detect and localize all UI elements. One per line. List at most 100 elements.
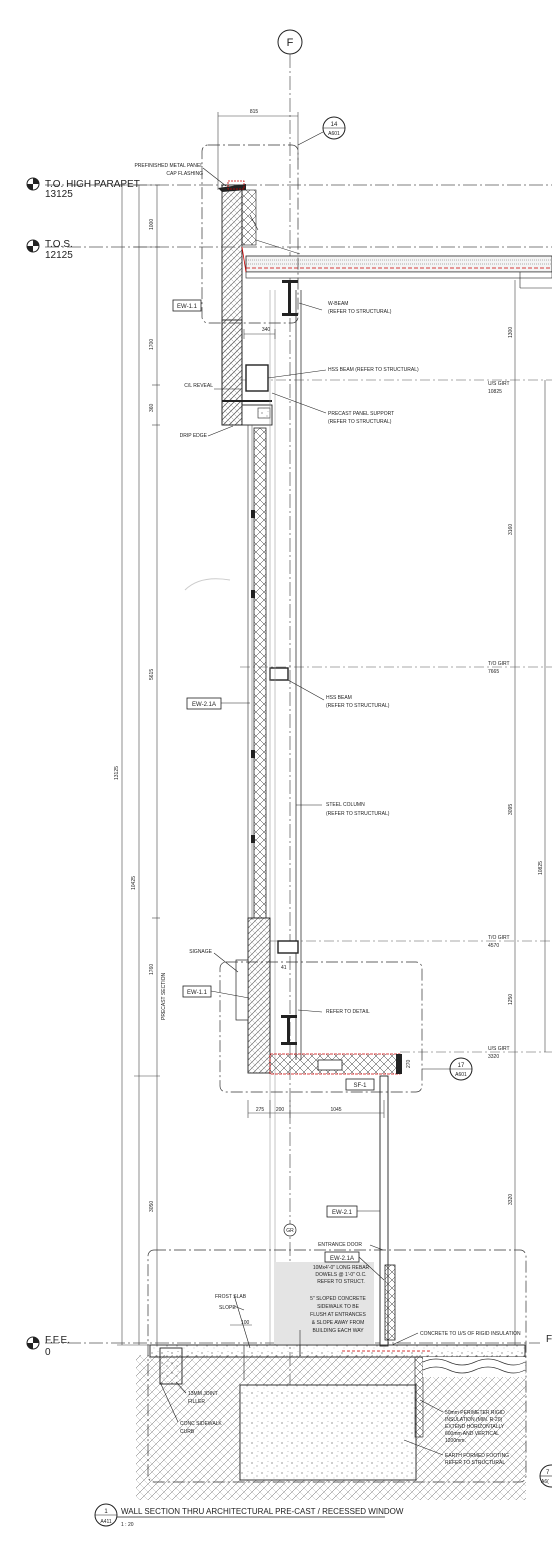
girt-4-elev: 3320 bbox=[488, 1054, 499, 1060]
note-insulation-4: 600mm AND VERTICAL bbox=[445, 1431, 499, 1437]
dim-340: 340 bbox=[262, 327, 271, 333]
note-dowels-2: DOWELS @ 1'-0" O.C. bbox=[315, 1272, 366, 1278]
callout-17-sheet: A601 bbox=[455, 1072, 467, 1078]
callout-17-num: 17 bbox=[458, 1063, 465, 1069]
level-ffe-cut-label: F bbox=[546, 1334, 552, 1345]
hss-beam-mid bbox=[269, 667, 289, 681]
section-callout-14[interactable]: 14 A601 bbox=[297, 116, 346, 146]
soffit-assembly bbox=[269, 1053, 402, 1075]
tag-ew-1-1-bottom-label: EW-1.1 bbox=[187, 990, 208, 996]
note-joint-2: FILLER bbox=[188, 1399, 205, 1405]
leader-lines bbox=[159, 167, 444, 1456]
upper-precast-panel bbox=[221, 319, 273, 426]
note-entrance-door: ENTRANCE DOOR bbox=[318, 1242, 362, 1248]
girt-2-name: T/O GIRT bbox=[488, 661, 510, 667]
dim-10425: 10425 bbox=[131, 876, 137, 890]
girt-3-name: T/O GIRT bbox=[488, 935, 510, 941]
dim-1300: 1300 bbox=[508, 327, 514, 338]
note-concrete-rigid: CONCRETE TO U/S OF RIGID INSULATION bbox=[420, 1331, 521, 1337]
dim-1045: 1045 bbox=[330, 1107, 341, 1113]
tag-sf-1[interactable]: SF-1 bbox=[345, 1078, 375, 1091]
dim-3320: 3320 bbox=[508, 1194, 514, 1205]
level-lines bbox=[45, 184, 552, 1344]
vertical-dimension-labels: 1000 1700 360 5615 13125 10425 1760 PREC… bbox=[114, 219, 544, 1212]
note-wbeam-1: W-BEAM bbox=[328, 301, 348, 307]
detail-boxes bbox=[147, 144, 527, 1483]
lower-precast-panel bbox=[235, 917, 271, 1074]
dim-10825: 10825 bbox=[538, 861, 544, 875]
dim-3095: 3095 bbox=[508, 804, 514, 815]
dim-100: 100 bbox=[241, 1320, 250, 1326]
level-marker-parapet: T.O. HIGH PARAPET 13125 bbox=[26, 177, 140, 200]
dim-275: 275 bbox=[256, 1107, 265, 1113]
drawing-title: 1 A411 WALL SECTION THRU ARCHITECTURAL P… bbox=[94, 1503, 404, 1528]
girt-1-elev: 10825 bbox=[488, 389, 502, 395]
horizontal-dimensions bbox=[217, 112, 385, 1326]
note-sidewalk-2: SIDEWALK TO BE bbox=[317, 1304, 360, 1310]
note-wbeam-2: (REFER TO STRUCTURAL) bbox=[328, 309, 392, 315]
note-insulation-5: 1200mm. bbox=[445, 1438, 466, 1444]
tag-ew-2-1[interactable]: EW-2.1 bbox=[326, 1205, 380, 1218]
dim-1760: 1760 bbox=[149, 964, 155, 975]
note-dowels-3: REFER TO STRUCT. bbox=[317, 1279, 365, 1285]
dim-815: 815 bbox=[250, 109, 259, 115]
tag-ew-1-1-top-label: EW-1.1 bbox=[177, 304, 198, 310]
level-parapet-name: T.O. HIGH PARAPET bbox=[45, 179, 140, 190]
note-hss-mid-1: HSS BEAM bbox=[326, 695, 352, 701]
tag-sf-1-label: SF-1 bbox=[353, 1083, 367, 1089]
level-ffe-name: F.F.E. bbox=[45, 1335, 70, 1346]
dim-1000: 1000 bbox=[149, 219, 155, 230]
note-drip-edge: DRIP EDGE bbox=[180, 433, 208, 439]
girt-4-name: U/S GIRT bbox=[488, 1046, 510, 1052]
level-marker-ffe: F.F.E. 0 F bbox=[26, 1334, 552, 1358]
title-sheet-number: A411 bbox=[100, 1519, 112, 1525]
level-ffe-elev: 0 bbox=[45, 1347, 51, 1358]
note-footing-2: REFER TO STRUCTURAL bbox=[445, 1460, 505, 1466]
foundation bbox=[136, 1344, 526, 1500]
section-callout-17[interactable]: 17 A601 bbox=[422, 1057, 473, 1081]
gr-tag: GR bbox=[283, 1223, 297, 1237]
note-sidewalk-4: & SLOPE AWAY FROM bbox=[312, 1320, 365, 1326]
tag-ew-2-1a-door-label: EW-2.1A bbox=[330, 1256, 354, 1262]
frost-slab-shade bbox=[274, 1262, 374, 1344]
tag-ew-2-1a[interactable]: EW-2.1A bbox=[186, 697, 250, 710]
callout-7-num: 7 bbox=[546, 1470, 550, 1476]
title-text: WALL SECTION THRU ARCHITECTURAL PRE-CAST… bbox=[121, 1507, 404, 1516]
tag-ew-2-1a-label: EW-2.1A bbox=[192, 702, 216, 708]
note-sidewalk-5: BUILDING EACH WAY bbox=[312, 1328, 364, 1334]
note-hss-mid-2: (REFER TO STRUCTURAL) bbox=[326, 703, 390, 709]
dim-1700: 1700 bbox=[149, 339, 155, 350]
girt-labels: U/S GIRT 10825 T/O GIRT 7665 T/O GIRT 45… bbox=[488, 381, 510, 1060]
hss-beam-upper bbox=[245, 364, 269, 392]
note-frost-slab: FROST SLAB bbox=[215, 1294, 247, 1300]
precast-section-label: PRECAST SECTION bbox=[161, 972, 167, 1020]
note-cl-reveal: C/L REVEAL bbox=[184, 383, 213, 389]
girt-3-elev: 4570 bbox=[488, 943, 499, 949]
tag-ew-2-1-label: EW-2.1 bbox=[332, 1210, 353, 1216]
dim-3050: 3050 bbox=[149, 1201, 155, 1212]
tag-ew-1-1-bottom[interactable]: EW-1.1 bbox=[182, 985, 250, 999]
level-tos-name: T.O.S. bbox=[45, 239, 73, 250]
note-sidewalk-3: FLUSH AT ENTRANCES bbox=[310, 1312, 366, 1318]
dim-5615: 5615 bbox=[149, 669, 155, 680]
girt-1-name: U/S GIRT bbox=[488, 381, 510, 387]
grid-bubble-label: F bbox=[287, 37, 294, 49]
dim-3160: 3160 bbox=[508, 524, 514, 535]
steel-column bbox=[269, 290, 302, 1345]
note-dowels-1: 10Mx4'-0" LONG REBAR bbox=[313, 1265, 370, 1271]
note-insulation-2: INSULATION (MIN. R-20) bbox=[445, 1417, 502, 1423]
vertical-dimensions bbox=[117, 184, 546, 1346]
note-column-1: STEEL COLUMN bbox=[326, 802, 365, 808]
w-beam bbox=[282, 280, 298, 316]
section-callout-7[interactable]: 7 A6( bbox=[539, 1464, 552, 1488]
tag-ew-1-1-top[interactable]: EW-1.1 bbox=[172, 299, 202, 312]
note-refer-detail: REFER TO DETAIL bbox=[326, 1009, 370, 1015]
storefront-frame bbox=[379, 1075, 396, 1347]
callout-14-sheet: A601 bbox=[328, 131, 340, 137]
note-curb-2: CURB bbox=[180, 1429, 195, 1435]
note-insulation-1: 50mm PERIMETER RIGID bbox=[445, 1410, 505, 1416]
note-sidewalk-1: 5" SLOPED CONCRETE bbox=[310, 1296, 366, 1302]
note-column-2: (REFER TO STRUCTURAL) bbox=[326, 811, 390, 817]
tag-ew-2-1a-door[interactable]: EW-2.1A bbox=[324, 1251, 385, 1281]
